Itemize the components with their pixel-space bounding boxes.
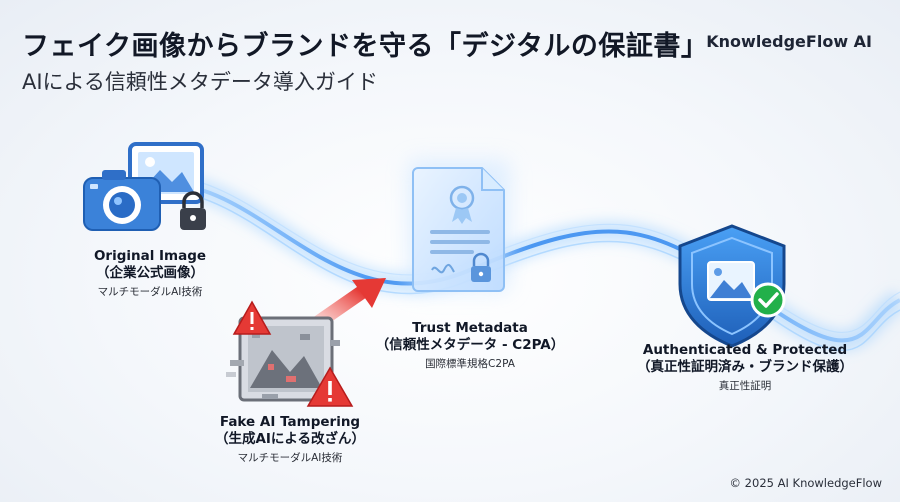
page-title: フェイク画像からブランドを守る「デジタルの保証書」 (22, 31, 709, 62)
lock-icon (471, 252, 491, 282)
node-metadata-sub: （信頼性メタデータ - C2PA） (375, 337, 565, 353)
node-authenticated-note: 真正性証明 (718, 380, 772, 392)
node-original: Original Image （企業公式画像） マルチモーダルAI技術 (70, 248, 230, 300)
node-original-sub: （企業公式画像） (96, 265, 204, 281)
brand-logo-text: KnowledgeFlow AI (706, 32, 872, 51)
node-metadata-note: 国際標準規格C2PA (425, 358, 515, 370)
node-metadata: Trust Metadata （信頼性メタデータ - C2PA） 国際標準規格C… (370, 320, 570, 372)
warning-icon (306, 366, 354, 407)
node-tampering-note: マルチモーダルAI技術 (237, 452, 343, 464)
flow-wave (148, 173, 900, 352)
page-subtitle: AIによる信頼性メタデータ導入ガイド (22, 70, 378, 94)
node-authenticated-name: Authenticated & Protected (642, 342, 848, 358)
node-tampering-name: Fake AI Tampering (219, 414, 361, 430)
warning-icon (232, 300, 272, 335)
node-authenticated-sub: （真正性証明済み・ブランド保護） (637, 359, 853, 375)
certificate-document-icon (408, 160, 510, 292)
original-image-icon (83, 142, 206, 231)
camera-icon (83, 170, 161, 231)
node-original-name: Original Image (93, 248, 207, 264)
shield-icon (678, 224, 786, 348)
node-original-note: マルチモーダルAI技術 (97, 286, 203, 298)
node-authenticated: Authenticated & Protected （真正性証明済み・ブランド保… (630, 342, 860, 394)
tampered-image-icon (226, 300, 354, 407)
copyright-text: © 2025 AI KnowledgeFlow (729, 476, 882, 490)
check-icon (750, 282, 786, 318)
node-tampering-sub: （生成AIによる改ざん） (214, 431, 366, 447)
lock-icon (180, 191, 206, 230)
node-metadata-name: Trust Metadata (412, 320, 528, 336)
node-tampering: Fake AI Tampering （生成AIによる改ざん） マルチモーダルAI… (205, 414, 375, 466)
